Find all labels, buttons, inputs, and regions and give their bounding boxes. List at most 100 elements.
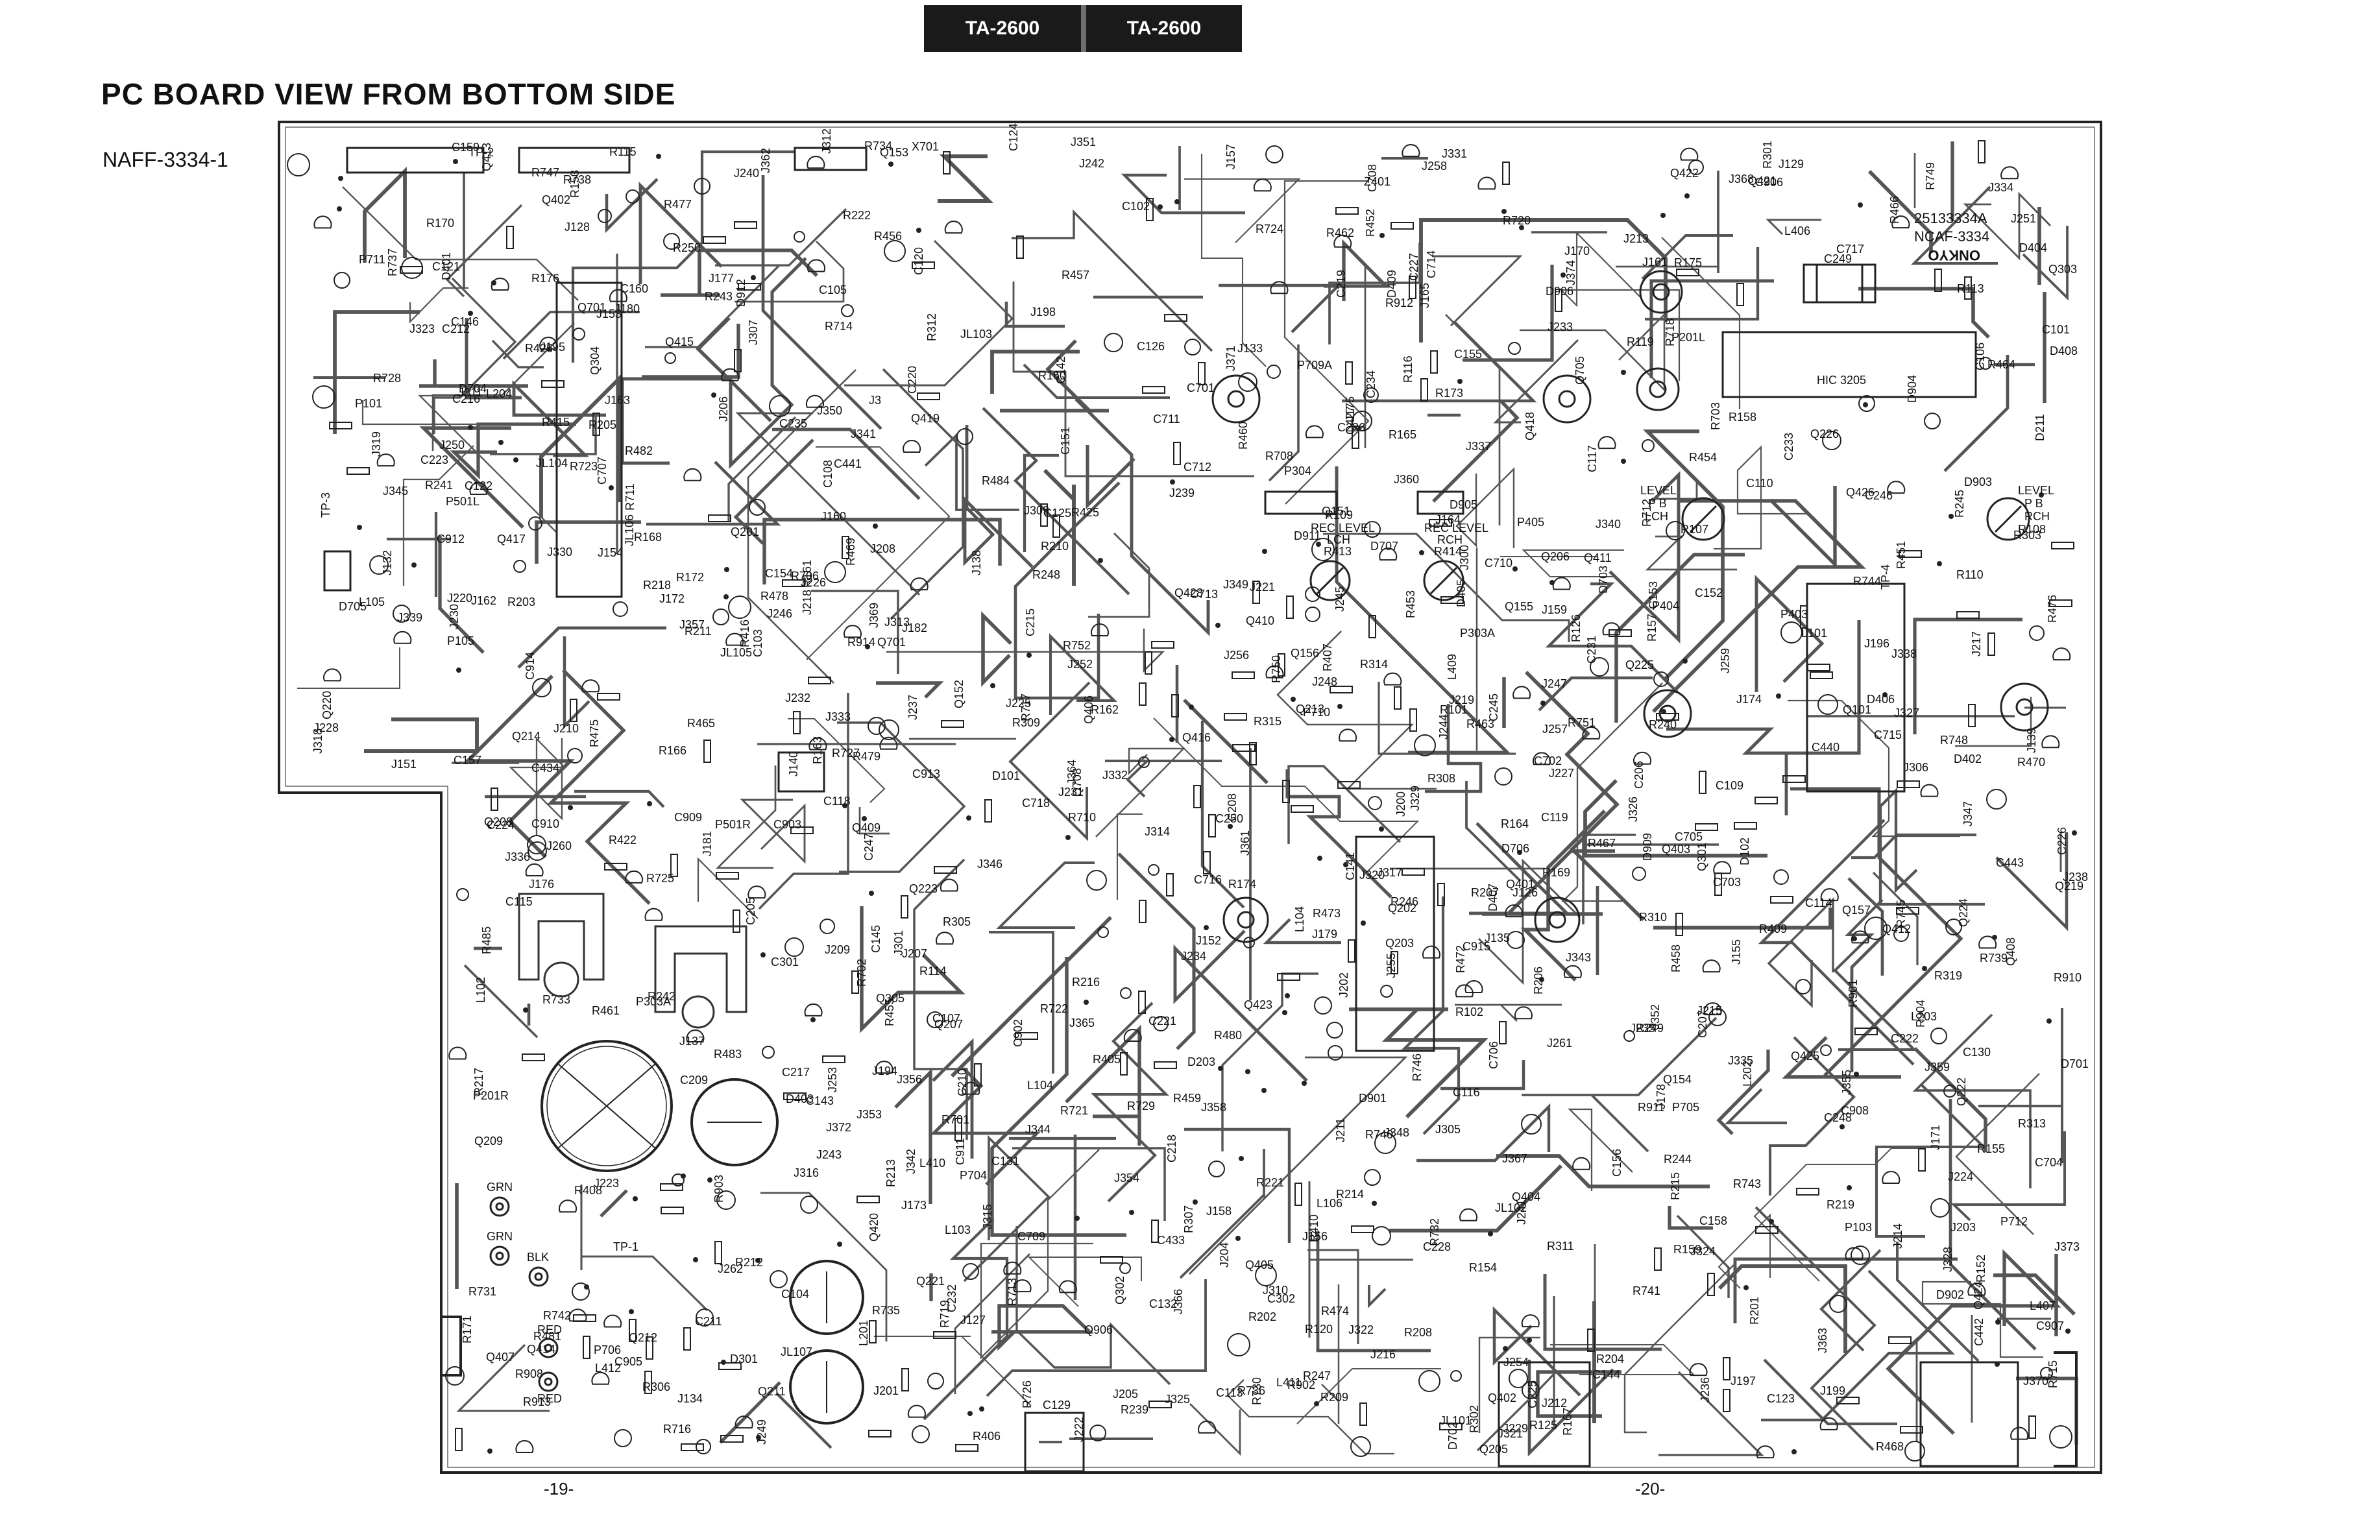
terminal-label-grn-1: GRN xyxy=(487,1181,513,1194)
solder-pad xyxy=(966,815,971,821)
part-label: R308 xyxy=(1427,772,1455,785)
resistor-footprint xyxy=(1918,1148,1926,1172)
part-label: Q304 xyxy=(589,346,601,375)
resistor-footprint xyxy=(1193,785,1201,808)
part-label: R475 xyxy=(588,719,601,747)
part-label: C155 xyxy=(1454,348,1482,361)
q101-label: Q101 xyxy=(1843,703,1871,716)
resistor-footprint xyxy=(1278,653,1285,677)
copper-trace xyxy=(1769,486,1837,569)
resistor-footprint xyxy=(1968,704,1976,727)
resistor-footprint xyxy=(1656,713,1679,721)
transistor-footprint xyxy=(1756,1445,1775,1459)
transistor-footprint xyxy=(625,870,644,884)
resistor-footprint xyxy=(592,413,600,436)
capacitor-footprint xyxy=(1352,411,1372,431)
part-label: J360 xyxy=(1394,473,1419,486)
solder-pad xyxy=(755,1258,760,1263)
part-label: P201L xyxy=(1671,331,1705,344)
capacitor-c911 xyxy=(540,1040,673,1172)
capacitor-footprint xyxy=(572,1282,590,1301)
copper-trace xyxy=(1886,1249,2061,1435)
solder-pad xyxy=(1245,1069,1250,1074)
resistor-footprint xyxy=(1956,611,1980,619)
solder-pad xyxy=(1235,1236,1241,1241)
capacitor-c908 xyxy=(690,1078,779,1166)
transistor-footprint xyxy=(603,1314,622,1328)
resistor-footprint xyxy=(1430,350,1438,374)
svg-text:REC LEVEL: REC LEVEL xyxy=(1424,522,1488,535)
part-label: P201R xyxy=(473,1089,509,1102)
part-label: R453 xyxy=(1404,590,1417,618)
part-label: R735 xyxy=(872,1304,900,1317)
part-label: R472 xyxy=(1454,945,1467,973)
copper-trace xyxy=(729,257,807,469)
copper-trace xyxy=(930,1067,1041,1186)
transistor-footprint xyxy=(1270,281,1289,295)
solder-pad xyxy=(1314,1401,1319,1406)
part-label: Q201 xyxy=(731,525,759,538)
solder-pad xyxy=(609,485,614,490)
resistor-footprint xyxy=(1439,1423,1463,1430)
solder-pad xyxy=(1922,966,1927,971)
resistor-footprint xyxy=(1409,708,1417,732)
capacitor-footprint xyxy=(694,178,710,195)
copper-trace xyxy=(760,1192,888,1341)
part-label: R204 xyxy=(1596,1353,1624,1366)
resistor-footprint xyxy=(1294,1183,1302,1206)
solder-pad xyxy=(1098,558,1103,563)
part-label: R160 xyxy=(1038,369,1066,382)
part-label: J339 xyxy=(397,611,422,624)
part-label: J157 xyxy=(1224,144,1237,169)
copper-trace xyxy=(1200,154,1267,367)
resistor-footprint xyxy=(720,1435,744,1443)
transistor-footprint xyxy=(910,577,929,591)
copper-trace xyxy=(1455,467,1515,548)
part-label: J306 xyxy=(1903,761,1928,774)
capacitor-footprint xyxy=(770,1270,788,1288)
capacitor-footprint xyxy=(868,717,886,735)
copper-trace xyxy=(1425,704,1483,793)
part-label: C131 xyxy=(991,1155,1019,1168)
part-label: Q212 xyxy=(629,1331,657,1344)
part-label: C207 xyxy=(1696,1010,1709,1038)
part-label: Q226 xyxy=(1810,427,1839,440)
part-label: R901 xyxy=(1847,980,1860,1007)
resistor-footprint xyxy=(1807,664,1830,671)
part-label: L409 xyxy=(1446,654,1459,680)
copper-trace xyxy=(580,1185,709,1312)
copper-trace xyxy=(1583,778,1767,858)
part-label: J367 xyxy=(1502,1152,1527,1165)
part-label: J152 xyxy=(1196,934,1221,947)
resistor-footprint xyxy=(718,1362,742,1370)
copper-trace xyxy=(1858,287,1990,339)
transistor-footprint xyxy=(1123,1028,1142,1042)
capacitor-footprint xyxy=(762,1046,775,1059)
transistor-footprint xyxy=(944,221,963,234)
transistor-footprint xyxy=(1379,547,1398,561)
resistor-footprint xyxy=(1723,1357,1730,1380)
part-label: J176 xyxy=(529,878,554,891)
part-label: C219 xyxy=(1335,270,1348,298)
copper-trace xyxy=(433,277,517,434)
copper-trace xyxy=(418,394,557,533)
svg-text:R107: R107 xyxy=(1681,523,1708,536)
part-label: R455 xyxy=(883,998,896,1026)
copper-trace xyxy=(1790,787,1963,1077)
copper-trace xyxy=(1023,453,1059,552)
part-label: Q207 xyxy=(934,1018,963,1031)
copper-trace xyxy=(1445,314,1501,525)
transistor-footprint xyxy=(525,863,544,876)
part-label: C216 xyxy=(452,392,480,405)
capacitor-footprint xyxy=(1104,333,1123,352)
part-label: Q223 xyxy=(909,882,938,895)
part-label: J355 xyxy=(1840,1070,1853,1095)
q203-label: Q203 xyxy=(1385,937,1414,950)
solder-pad xyxy=(707,1177,712,1183)
solder-pad xyxy=(1858,202,1863,208)
resistor-footprint xyxy=(1291,805,1314,813)
part-label: L411 xyxy=(1276,1376,1302,1389)
transistor-footprint xyxy=(903,439,921,453)
solder-pad xyxy=(1361,920,1366,926)
